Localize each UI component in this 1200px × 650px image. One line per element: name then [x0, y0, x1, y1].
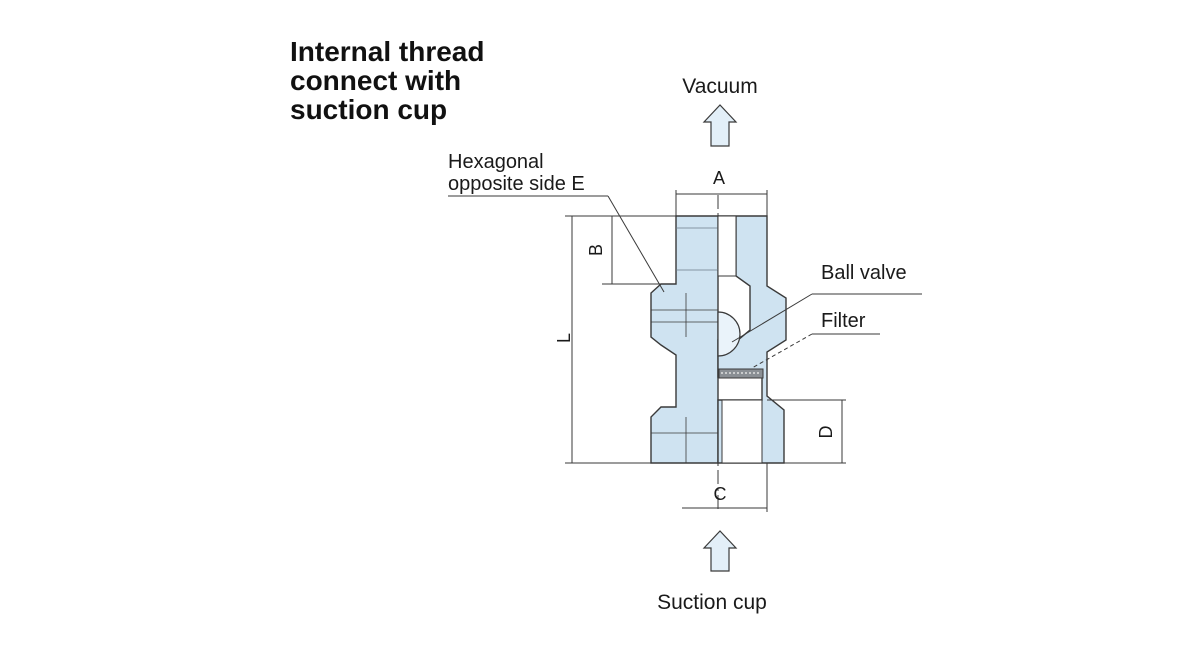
filter-label: Filter	[821, 310, 866, 332]
suction-cup-label: Suction cup	[657, 591, 767, 614]
dim-c-label: C	[714, 484, 727, 504]
leader-line	[607, 195, 665, 293]
dimension-c: C	[682, 463, 768, 512]
dimension-l: L	[554, 215, 651, 464]
hex-label-line-2: opposite side E	[448, 173, 585, 195]
leader-line	[751, 333, 813, 369]
dim-d-label: D	[816, 426, 836, 439]
dimension-b: B	[586, 215, 676, 285]
upper-bore	[717, 215, 737, 277]
title-line-2: connect with	[290, 65, 462, 96]
lower-bore	[721, 399, 763, 464]
vacuum-label: Vacuum	[682, 75, 757, 98]
leader-line	[731, 293, 813, 343]
dim-a-label: A	[713, 168, 725, 188]
title-line-1: Internal thread	[290, 36, 485, 67]
ball-valve-shape	[717, 311, 741, 357]
hexagonal-callout: Hexagonal opposite side E	[448, 151, 665, 293]
title-line-3: suction cup	[290, 94, 448, 125]
dim-l-label: L	[554, 333, 574, 343]
ball-valve-label: Ball valve	[821, 262, 907, 284]
filter-callout: Filter	[751, 310, 880, 369]
dimension-d: D	[767, 399, 846, 464]
diagram-title: Internal thread connect with suction cup	[290, 37, 484, 124]
ball-valve-callout: Ball valve	[731, 262, 922, 343]
dimension-a: A	[675, 168, 768, 216]
body-left-half	[650, 215, 719, 464]
vacuum-arrow-icon	[702, 104, 738, 147]
suction-arrow-icon	[702, 530, 738, 572]
hex-label-line-1: Hexagonal	[448, 151, 544, 173]
dim-b-label: B	[586, 244, 606, 256]
